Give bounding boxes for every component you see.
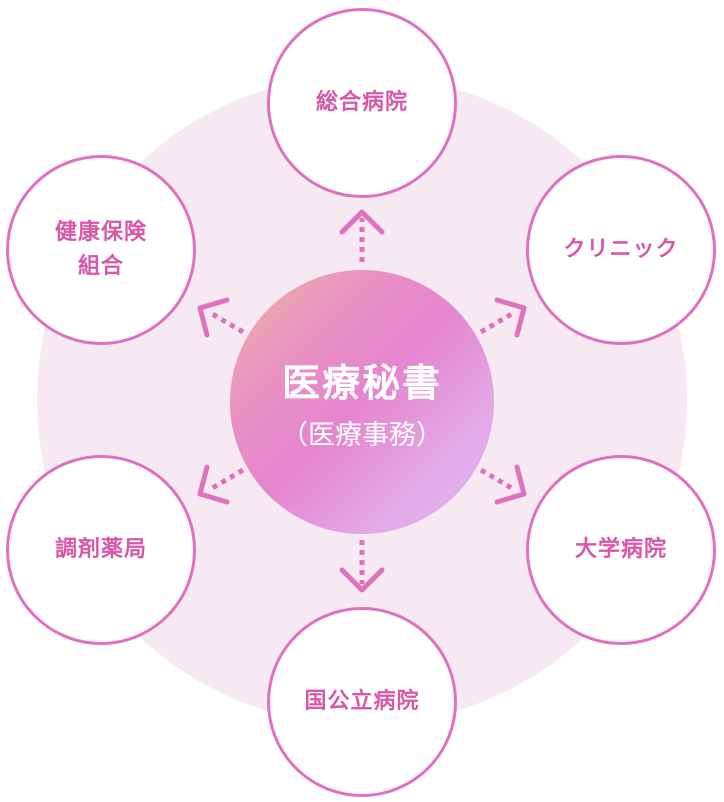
center-circle-medical-secretary: 医療秘書 （医療事務） xyxy=(230,270,494,534)
node-label: 国公立病院 xyxy=(304,688,420,714)
node-public-hospital: 国公立病院 xyxy=(267,607,457,797)
node-pharmacy: 調剤薬局 xyxy=(6,455,196,645)
arrow-top-right xyxy=(479,297,527,338)
node-label-line2: 組合 xyxy=(77,254,124,279)
arrow-bottom-right xyxy=(479,464,527,505)
node-label: 総合病院 xyxy=(315,89,408,115)
arrow-bottom xyxy=(339,540,385,593)
node-label: 大学病院 xyxy=(574,536,667,562)
arrow-bottom-left xyxy=(197,464,245,505)
center-subtitle: （医療事務） xyxy=(281,420,443,451)
arrow-top xyxy=(339,209,385,262)
node-label: クリニック xyxy=(563,236,679,262)
center-title: 医療秘書 xyxy=(281,361,442,405)
node-health-insurance-union: 健康保険組合 xyxy=(6,155,196,345)
node-label: 健康保険組合 xyxy=(55,216,147,284)
node-general-hospital: 総合病院 xyxy=(267,8,457,198)
node-clinic: クリニック xyxy=(526,155,716,345)
arrow-top-left xyxy=(197,297,245,338)
node-label: 調剤薬局 xyxy=(54,536,147,562)
node-university-hospital: 大学病院 xyxy=(526,455,716,645)
node-label-line1: 健康保険 xyxy=(54,219,147,245)
